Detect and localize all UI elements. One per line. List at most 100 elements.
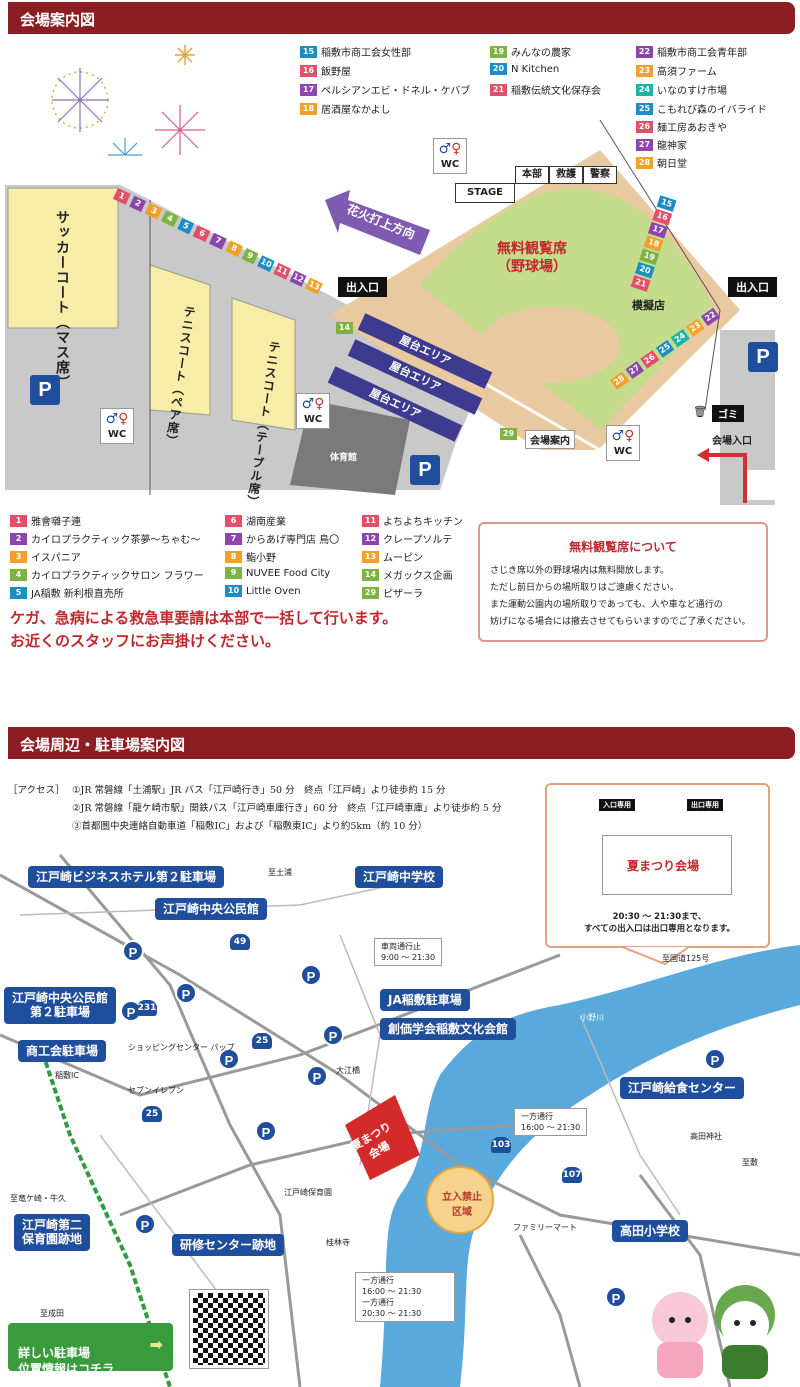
parking-label-junior-high[interactable]: 江戸崎中学校 bbox=[355, 866, 444, 889]
info-label: 会場案内 bbox=[525, 430, 575, 449]
inset-pointer bbox=[620, 946, 690, 966]
place-seven: セブンイレブン bbox=[128, 1086, 184, 1095]
legend-number: 12 bbox=[362, 532, 379, 545]
legend-number: 19 bbox=[490, 45, 507, 58]
parking-icon: P bbox=[322, 1024, 344, 1046]
parking-label-kenshu-center[interactable]: 研修センター跡地 bbox=[172, 1234, 285, 1257]
legend-number: 10 bbox=[225, 585, 242, 597]
oneway-notice: 一方通行 16:00 〜 21:30 bbox=[514, 1108, 588, 1136]
parking-label-business-hotel[interactable]: 江戸崎ビジネスホテル第２駐車場 bbox=[28, 866, 225, 889]
detail-parking-link-button[interactable]: 詳しい駐車場 位置情報はコチラ ➡ bbox=[8, 1323, 173, 1376]
legend-number: 6 bbox=[225, 514, 242, 527]
stage: STAGE bbox=[455, 183, 515, 203]
place-hoikuen: 江戸崎保育園 bbox=[284, 1188, 332, 1197]
legend-label: 雅會囃子連 bbox=[31, 517, 81, 528]
legend-number: 26 bbox=[636, 120, 653, 133]
tents: 本部 救護 警察 bbox=[515, 166, 617, 184]
free-seats-label: 無料観覧席 （野球場） bbox=[497, 240, 567, 276]
notice-line: さじき席以外の野球場内は無料開放します。 bbox=[490, 566, 670, 576]
legend-item: 15 稲敷市商工会女性部 bbox=[300, 44, 411, 59]
legend-number: 24 bbox=[636, 83, 653, 96]
legend-number: 15 bbox=[300, 45, 317, 58]
legend-label: イスパニア bbox=[31, 553, 81, 564]
place-shiki: 至敷 bbox=[742, 1158, 758, 1167]
parking-icon: P bbox=[300, 964, 322, 986]
parking-label-kominkan-2[interactable]: 江戸崎中央公民館 第２駐車場 bbox=[4, 987, 117, 1024]
place-shopping: ショッピングセンター パップ bbox=[128, 1043, 235, 1052]
parking-icon: P bbox=[605, 1286, 627, 1308]
wc-icon: ♂♀WC bbox=[100, 408, 134, 444]
parking-label-shokokai[interactable]: 商工会駐車場 bbox=[18, 1040, 107, 1063]
parking-icon: P bbox=[255, 1120, 277, 1142]
parking-label-ja-inashiki[interactable]: JA稲敷駐車場 bbox=[380, 989, 470, 1012]
parking-icon: P bbox=[175, 982, 197, 1004]
oneway-green-time: 16:00 〜 21:30 bbox=[362, 1287, 422, 1296]
parking-label-soka-gakkai[interactable]: 創価学会稲敷文化会館 bbox=[380, 1018, 517, 1041]
place-ryugasaki: 至竜ケ崎・牛久 bbox=[10, 1194, 66, 1203]
venue-detail-inset: 入口専用 出口専用 夏まつり会場 20:30 〜 21:30まで、 すべての出入… bbox=[545, 783, 770, 948]
parking-label-kyushoku-center[interactable]: 江戸崎給食センター bbox=[620, 1077, 745, 1100]
fireworks-direction-arrow bbox=[325, 190, 430, 255]
legend-item: 17 ペルシアンエビ・ドネル・ケバブ bbox=[300, 82, 470, 97]
oneway-time: 16:00 〜 21:30 bbox=[521, 1123, 581, 1132]
place-river: 小野川 bbox=[580, 1013, 604, 1022]
oneway-orange-title: 一方通行 bbox=[362, 1298, 394, 1307]
detail-link-label: 詳しい駐車場 位置情報はコチラ bbox=[18, 1346, 115, 1376]
legend-label: からあげ専門店 鳥〇 bbox=[246, 535, 340, 546]
legend-label: 麺工房あおきや bbox=[657, 123, 727, 134]
garbage-icon: 🗑 bbox=[693, 405, 707, 418]
gym-label: 体育館 bbox=[330, 453, 358, 463]
notice-line: また運動公園内の場所取りであっても、人や車など通行の bbox=[490, 600, 723, 610]
legend-number: 17 bbox=[300, 83, 317, 96]
access-line: ②JR 常磐線「龍ケ崎市駅」関鉄バス「江戸崎車庫行き」60 分 終点「江戸崎車庫… bbox=[72, 803, 502, 814]
legend-number: 18 bbox=[300, 102, 317, 115]
entry-only-label: 入口専用 bbox=[599, 799, 635, 811]
inset-note-line1: 20:30 〜 21:30まで、 bbox=[612, 912, 707, 922]
legend-label: 稲敷市商工会青年部 bbox=[657, 48, 747, 59]
parking-label-takata-elementary[interactable]: 高田小学校 bbox=[612, 1220, 689, 1243]
legend-number: 14 bbox=[362, 568, 379, 581]
legend-label: 稲敷市商工会女性部 bbox=[321, 48, 411, 59]
legend-number: 29 bbox=[362, 586, 379, 599]
parking-label-chuo-kominkan[interactable]: 江戸崎中央公民館 bbox=[155, 898, 268, 921]
legend-number: 3 bbox=[10, 550, 27, 563]
legend-number: 4 bbox=[10, 568, 27, 581]
legend-label: 稲敷伝統文化保存会 bbox=[511, 86, 601, 97]
qr-code[interactable] bbox=[189, 1289, 269, 1369]
legend-label: クレープソルテ bbox=[383, 535, 453, 546]
legend-number: 9 bbox=[225, 567, 242, 579]
legend-item: 26 麺工房あおきや bbox=[636, 119, 727, 134]
legend-label: 飯野屋 bbox=[321, 67, 351, 78]
legend-item: 12 クレープソルテ bbox=[362, 531, 452, 546]
notice-line: 妨げになる場合には撤去させてもらいますのでご了承ください。 bbox=[490, 617, 751, 627]
parking-label-hoikuen-2[interactable]: 江戸崎第二 保育園跡地 bbox=[14, 1214, 91, 1251]
route-103-icon: 103 bbox=[491, 1137, 511, 1153]
place-seijo: 至成田 bbox=[40, 1309, 64, 1318]
place-inashiki-ic: 稲敷IC bbox=[55, 1071, 79, 1080]
parking-icon: P bbox=[748, 342, 778, 372]
route-25-icon: 25 bbox=[252, 1033, 272, 1049]
legend-label: 湖南産業 bbox=[246, 517, 286, 528]
legend-label: 朝日堂 bbox=[657, 159, 687, 170]
legend-label: ペルシアンエビ・ドネル・ケバブ bbox=[321, 86, 471, 97]
parking-icon: P bbox=[306, 1065, 328, 1087]
wc-label: WC bbox=[440, 159, 460, 170]
route-231-icon: 231 bbox=[137, 1000, 157, 1016]
parking-icon: P bbox=[134, 1213, 156, 1235]
parking-icon: P bbox=[704, 1048, 726, 1070]
legend-number: 2 bbox=[10, 532, 27, 545]
